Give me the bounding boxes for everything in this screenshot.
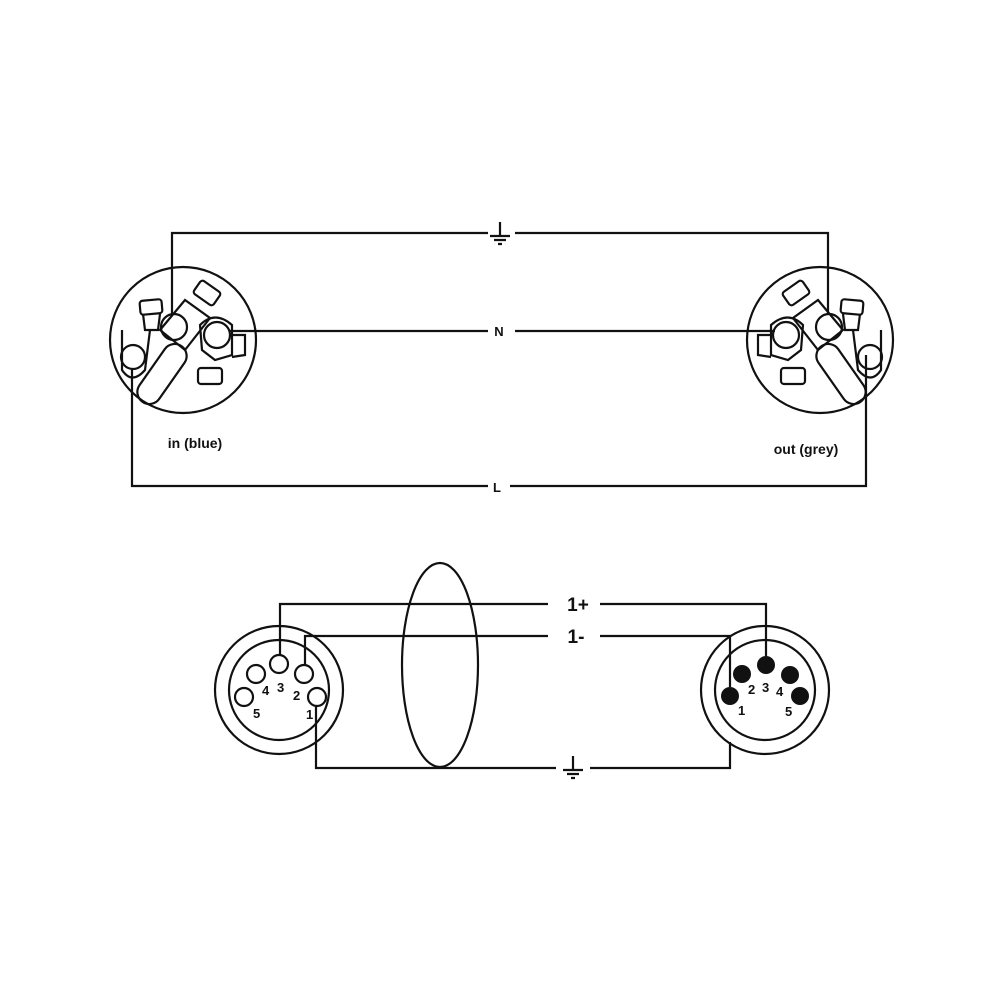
pin-1	[721, 687, 739, 705]
ground-wire	[170, 231, 830, 314]
pin-4	[245, 663, 267, 685]
pin-label: 4	[776, 684, 784, 699]
pin-label: 1	[306, 707, 313, 722]
pos-label: 1+	[567, 595, 589, 616]
neg-wire	[303, 634, 732, 687]
pin-label: 3	[762, 680, 769, 695]
pin-label: 5	[253, 706, 260, 721]
connector-out	[745, 265, 895, 415]
pin-4	[781, 666, 799, 684]
out-label: out (grey)	[774, 441, 839, 457]
pin-label: 1	[738, 703, 745, 718]
pin-2	[293, 663, 315, 685]
ground-icon	[490, 222, 510, 246]
cable-shield	[400, 561, 480, 769]
pin-label: 3	[277, 680, 284, 695]
pin-1	[306, 686, 328, 708]
pin-label: 4	[262, 683, 270, 698]
din-right: 1 2 3 4 5	[699, 624, 831, 756]
pin-3	[757, 656, 775, 674]
line-label: L	[493, 480, 501, 495]
pin-5	[791, 687, 809, 705]
pin-3	[268, 653, 290, 675]
pos-wire	[278, 602, 768, 656]
ground-icon	[563, 756, 583, 780]
pin-2	[733, 665, 751, 683]
pin-label: 5	[785, 704, 792, 719]
line-wire	[130, 355, 868, 488]
pin-label: 2	[293, 688, 300, 703]
connector-in	[108, 265, 258, 415]
pin-label: 2	[748, 682, 755, 697]
neutral-label: N	[494, 324, 503, 339]
ground-wire-bottom	[314, 706, 732, 770]
pin-5	[233, 686, 255, 708]
neg-label: 1-	[568, 627, 585, 648]
in-label: in (blue)	[168, 435, 222, 451]
